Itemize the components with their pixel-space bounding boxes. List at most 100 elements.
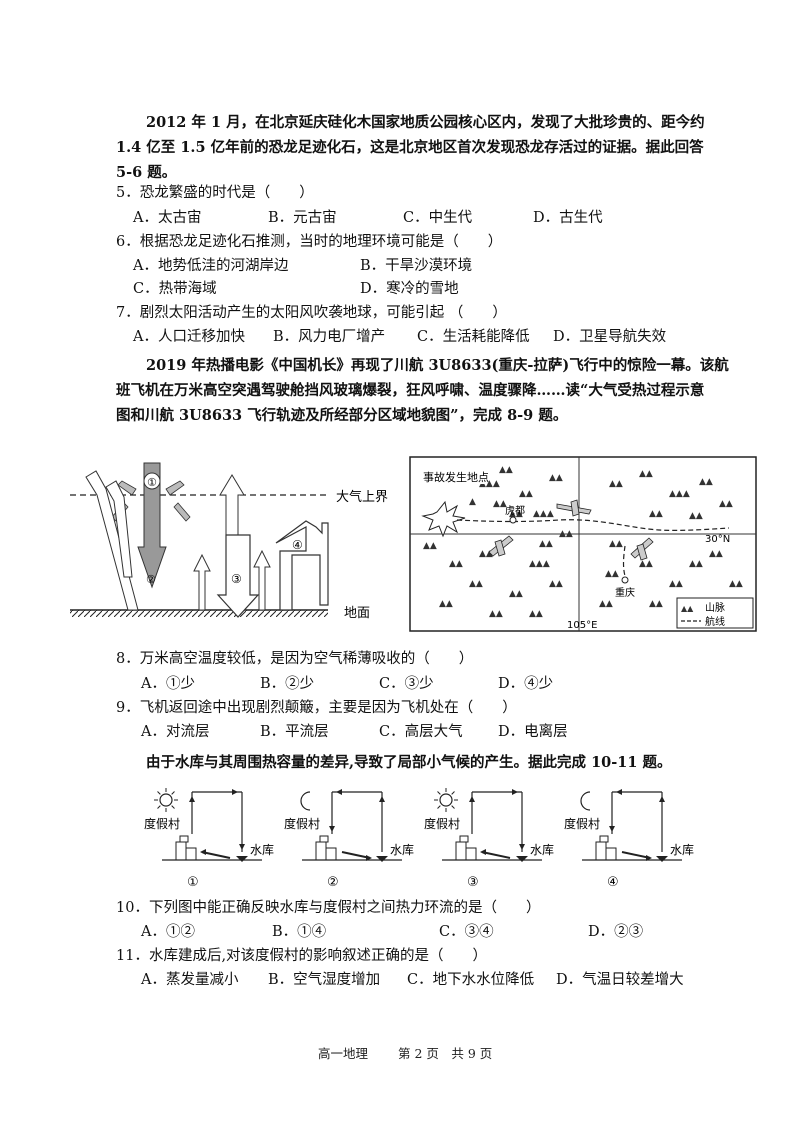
moon-icon bbox=[300, 791, 311, 811]
svg-text:▲▲: ▲▲ bbox=[709, 549, 723, 559]
legend-mountain-label: 山脉 bbox=[705, 601, 725, 614]
surface-flow-arrow bbox=[201, 851, 231, 859]
q11-option-c[interactable]: C．地下水水位降低 bbox=[407, 972, 535, 988]
svg-text:▲▲▲: ▲▲▲ bbox=[479, 479, 500, 489]
reservoir-label: 水库 bbox=[390, 842, 414, 857]
reservoir-label: 水库 bbox=[530, 842, 554, 857]
diagram1-label-1: ① bbox=[147, 476, 157, 489]
scatter-arrow-right bbox=[165, 480, 185, 496]
accident-label: 事故发生地点 bbox=[423, 470, 489, 484]
question-6-stem: 6．根据恐龙足迹化石推测，当时的地理环境可能是（ ） bbox=[116, 234, 503, 250]
svg-text:▲▲: ▲▲ bbox=[449, 559, 463, 569]
svg-text:▲▲: ▲▲ bbox=[689, 511, 703, 521]
question-8-stem: 8．万米高空温度较低，是因为空气稀薄吸收的（ ） bbox=[116, 651, 474, 667]
q6-option-a[interactable]: A．地势低洼的河湖岸边 bbox=[133, 258, 289, 274]
svg-text:▲▲: ▲▲ bbox=[689, 559, 703, 569]
q8-option-b[interactable]: B．②少 bbox=[260, 676, 315, 692]
q5-option-a[interactable]: A．太古宙 bbox=[133, 210, 202, 226]
q8-option-a[interactable]: A．①少 bbox=[141, 676, 195, 692]
q10-option-b[interactable]: B．①④ bbox=[272, 924, 327, 940]
flow-arrowhead bbox=[469, 796, 475, 802]
q7-option-b[interactable]: B．风力电厂增产 bbox=[273, 329, 386, 345]
q9-option-b[interactable]: B．平流层 bbox=[260, 724, 329, 740]
reservoir-label: 水库 bbox=[250, 842, 274, 857]
atmospheric-heating-diagram: 大气上界 地面 ① ② ③ ④ bbox=[70, 462, 388, 621]
q11-option-d[interactable]: D．气温日较差增大 bbox=[556, 972, 684, 988]
city2-label: 重庆 bbox=[615, 586, 635, 599]
q10-option-a[interactable]: A．①② bbox=[141, 924, 195, 940]
q11-option-a[interactable]: A．蒸发量减小 bbox=[141, 972, 239, 988]
svg-text:▲▲: ▲▲ bbox=[519, 489, 533, 499]
diagram1-label-3: ③ bbox=[231, 572, 242, 586]
panel-number: ④ bbox=[607, 875, 619, 890]
q11-option-b[interactable]: B．空气湿度增加 bbox=[268, 972, 381, 988]
small-up-arrow-2 bbox=[253, 549, 271, 611]
lon-label: 105°E bbox=[567, 620, 597, 631]
flow-arrowhead bbox=[232, 789, 238, 795]
q10-option-c[interactable]: C．③④ bbox=[439, 924, 494, 940]
q7-option-a[interactable]: A．人口迁移加快 bbox=[133, 329, 245, 345]
panel-number: ① bbox=[187, 875, 199, 890]
q9-option-c[interactable]: C．高层大气 bbox=[379, 724, 463, 740]
q9-option-a[interactable]: A．对流层 bbox=[141, 724, 210, 740]
q8-option-c[interactable]: C．③少 bbox=[379, 676, 434, 692]
q6-option-b[interactable]: B．干旱沙漠环境 bbox=[360, 258, 473, 274]
q5-option-b[interactable]: B．元古宙 bbox=[268, 210, 337, 226]
q7-option-c[interactable]: C．生活耗能降低 bbox=[417, 329, 530, 345]
svg-text:▲▲: ▲▲ bbox=[719, 499, 733, 509]
footer-page: 第 2 页 共 9 页 bbox=[398, 1046, 493, 1061]
q10-option-d[interactable]: D．②③ bbox=[588, 924, 644, 940]
flow-arrowhead bbox=[239, 844, 245, 850]
reservoir-icon bbox=[376, 856, 388, 862]
atmospheric-counter-radiation-arrow bbox=[216, 534, 260, 618]
scatter-arrow-left bbox=[117, 480, 137, 496]
q5-option-d[interactable]: D．古生代 bbox=[533, 210, 603, 226]
q8-option-d[interactable]: D．④少 bbox=[498, 676, 554, 692]
q9-option-d[interactable]: D．电离层 bbox=[498, 724, 568, 740]
flow-arrowhead bbox=[329, 826, 335, 832]
svg-text:▲▲: ▲▲ bbox=[549, 579, 563, 589]
question-11-stem: 11．水库建成后,对该度假村的影响叙述正确的是（ ） bbox=[116, 948, 488, 964]
flow-arrowhead bbox=[609, 826, 615, 832]
legend-route-label: 航线 bbox=[705, 615, 725, 628]
question-7-stem: 7．剧烈太阳活动产生的太阳风吹袭地球，可能引起 （ ） bbox=[116, 305, 507, 321]
flight-route bbox=[456, 519, 730, 531]
passage1-line2: 1.4 亿至 1.5 亿年前的恐龙足迹化石，这是北京地区首次发现恐龙存活过的证据… bbox=[116, 139, 704, 156]
surface-flow-arrow bbox=[341, 851, 371, 859]
question-10-stem: 10．下列图中能正确反映水库与度假村之间热力环流的是（ ） bbox=[116, 900, 541, 916]
panel-number: ③ bbox=[467, 875, 479, 890]
svg-text:▲▲: ▲▲ bbox=[599, 599, 613, 609]
q6-option-c[interactable]: C．热带海域 bbox=[133, 281, 217, 297]
q7-option-d[interactable]: D．卫星导航失效 bbox=[553, 329, 667, 345]
svg-text:▲▲: ▲▲ bbox=[729, 579, 743, 589]
sun-icon bbox=[154, 788, 178, 812]
moon-icon bbox=[580, 791, 591, 811]
village-buildings-icon bbox=[315, 835, 337, 861]
svg-text:▲: ▲ bbox=[469, 497, 476, 507]
flow-arrowhead bbox=[336, 789, 342, 795]
q5-option-c[interactable]: C．中生代 bbox=[403, 210, 473, 226]
city1-marker bbox=[509, 516, 517, 524]
flow-arrowhead bbox=[480, 849, 486, 855]
svg-text:▲▲: ▲▲ bbox=[509, 589, 523, 599]
svg-text:▲▲: ▲▲ bbox=[549, 473, 563, 483]
svg-text:▲▲▲: ▲▲▲ bbox=[669, 489, 690, 499]
ground-label: 地面 bbox=[344, 606, 370, 621]
label-1-circle bbox=[143, 472, 161, 490]
flight-route-south bbox=[622, 545, 626, 577]
q6-option-d[interactable]: D．寒冷的雪地 bbox=[360, 281, 459, 297]
svg-text:▲▲: ▲▲ bbox=[469, 579, 483, 589]
flow-arrowhead bbox=[519, 844, 525, 850]
svg-text:▲▲: ▲▲ bbox=[649, 509, 663, 519]
village-label: 度假村 bbox=[284, 816, 320, 831]
airplane-icons bbox=[488, 499, 654, 561]
scatter-arrow-lower-right bbox=[173, 502, 191, 522]
passage2-line3: 图和川航 3U8633 飞行轨迹及所经部分区域地貌图”，完成 8-9 题。 bbox=[116, 407, 568, 424]
question-5-stem: 5．恐龙繁盛的时代是（ ） bbox=[116, 185, 314, 201]
flow-arrowhead bbox=[379, 796, 385, 802]
svg-text:▲▲: ▲▲ bbox=[493, 499, 507, 509]
small-up-arrow-1 bbox=[193, 553, 211, 611]
